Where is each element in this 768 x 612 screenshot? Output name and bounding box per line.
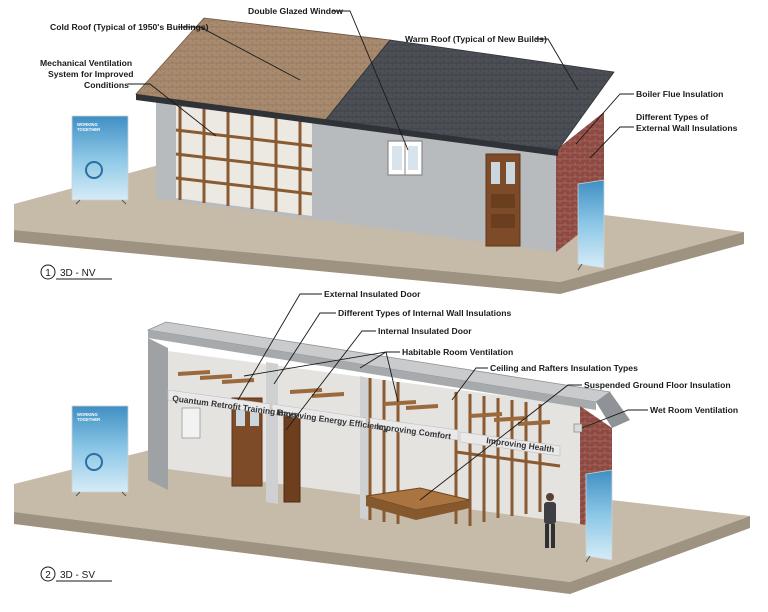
view-2-title: 3D - SV bbox=[60, 570, 95, 581]
callout-warm-roof: Warm Roof (Typical of New Builds) bbox=[405, 34, 547, 44]
timber-frame-bay bbox=[175, 106, 313, 216]
partition-1 bbox=[266, 362, 278, 504]
view-2-label: 2 3D - SV bbox=[40, 566, 112, 582]
double-glazed-window bbox=[387, 140, 423, 176]
callout-ext-door: External Insulated Door bbox=[324, 289, 421, 299]
internal-door-2 bbox=[231, 397, 263, 487]
banner-right-top bbox=[577, 179, 605, 271]
view-1-label: 1 3D - NV bbox=[40, 264, 112, 280]
roof-slab-2-front bbox=[148, 330, 596, 410]
callout-cold-roof: Cold Roof (Typical of 1950's Buildings) bbox=[50, 22, 209, 32]
callout-ceiling-rafters: Ceiling and Rafters Insulation Types bbox=[490, 363, 638, 373]
ground-slab-2 bbox=[14, 448, 750, 582]
roof-slab-2-right bbox=[596, 392, 630, 428]
roof-fascia bbox=[136, 94, 558, 156]
banner-text-4: TOGETHER bbox=[77, 417, 100, 422]
view-1-number: 1 bbox=[45, 268, 51, 279]
banner-text-2: TOGETHER bbox=[77, 127, 100, 132]
ceiling-rafters bbox=[177, 370, 551, 426]
suspended-floor-edge bbox=[366, 496, 470, 520]
banner-right-bottom bbox=[585, 469, 613, 563]
view-2-number: 2 bbox=[45, 570, 51, 581]
callout-int-door: Internal Insulated Door bbox=[378, 326, 472, 336]
boiler-unit bbox=[181, 407, 201, 439]
banner-left-top: WORKING TOGETHER bbox=[71, 115, 129, 205]
left-end-wall bbox=[148, 338, 168, 490]
callout-mech-vent-2: System for Improved bbox=[48, 69, 133, 79]
banner-left-bottom: WORKING TOGETHER bbox=[71, 405, 129, 497]
callout-boiler-flue: Boiler Flue Insulation bbox=[636, 89, 723, 99]
callout-mech-vent-1: Mechanical Ventilation bbox=[40, 58, 132, 68]
banner-text-1: WORKING bbox=[77, 122, 98, 127]
view-1-nv: WORKING TOGETHER bbox=[14, 6, 744, 294]
callout-ext-wall-2: External Wall Insulations bbox=[636, 123, 738, 133]
callout-int-wall: Different Types of Internal Wall Insulat… bbox=[338, 308, 512, 318]
front-door bbox=[485, 153, 521, 247]
view-1-title: 3D - NV bbox=[60, 268, 96, 279]
view-2-sv: WORKING TOGETHER bbox=[14, 289, 750, 594]
callout-habitable-vent: Habitable Room Ventilation bbox=[402, 347, 513, 357]
callout-ext-wall-1: Different Types of bbox=[636, 112, 709, 122]
wet-room-fan bbox=[573, 423, 583, 433]
person-figure bbox=[544, 493, 556, 548]
callout-double-glazed: Double Glazed Window bbox=[248, 6, 343, 16]
partition-2 bbox=[360, 376, 368, 520]
callouts-view-1: Cold Roof (Typical of 1950's Buildings) … bbox=[40, 6, 738, 159]
callout-mech-vent-3: Conditions bbox=[84, 80, 129, 90]
external-door-2 bbox=[283, 409, 301, 503]
callouts-view-2: External Insulated Door Different Types … bbox=[237, 289, 738, 501]
callout-floor-ins: Suspended Ground Floor Insulation bbox=[584, 380, 731, 390]
banner-text-3: WORKING bbox=[77, 412, 98, 417]
callout-wet-room: Wet Room Ventilation bbox=[650, 405, 738, 415]
